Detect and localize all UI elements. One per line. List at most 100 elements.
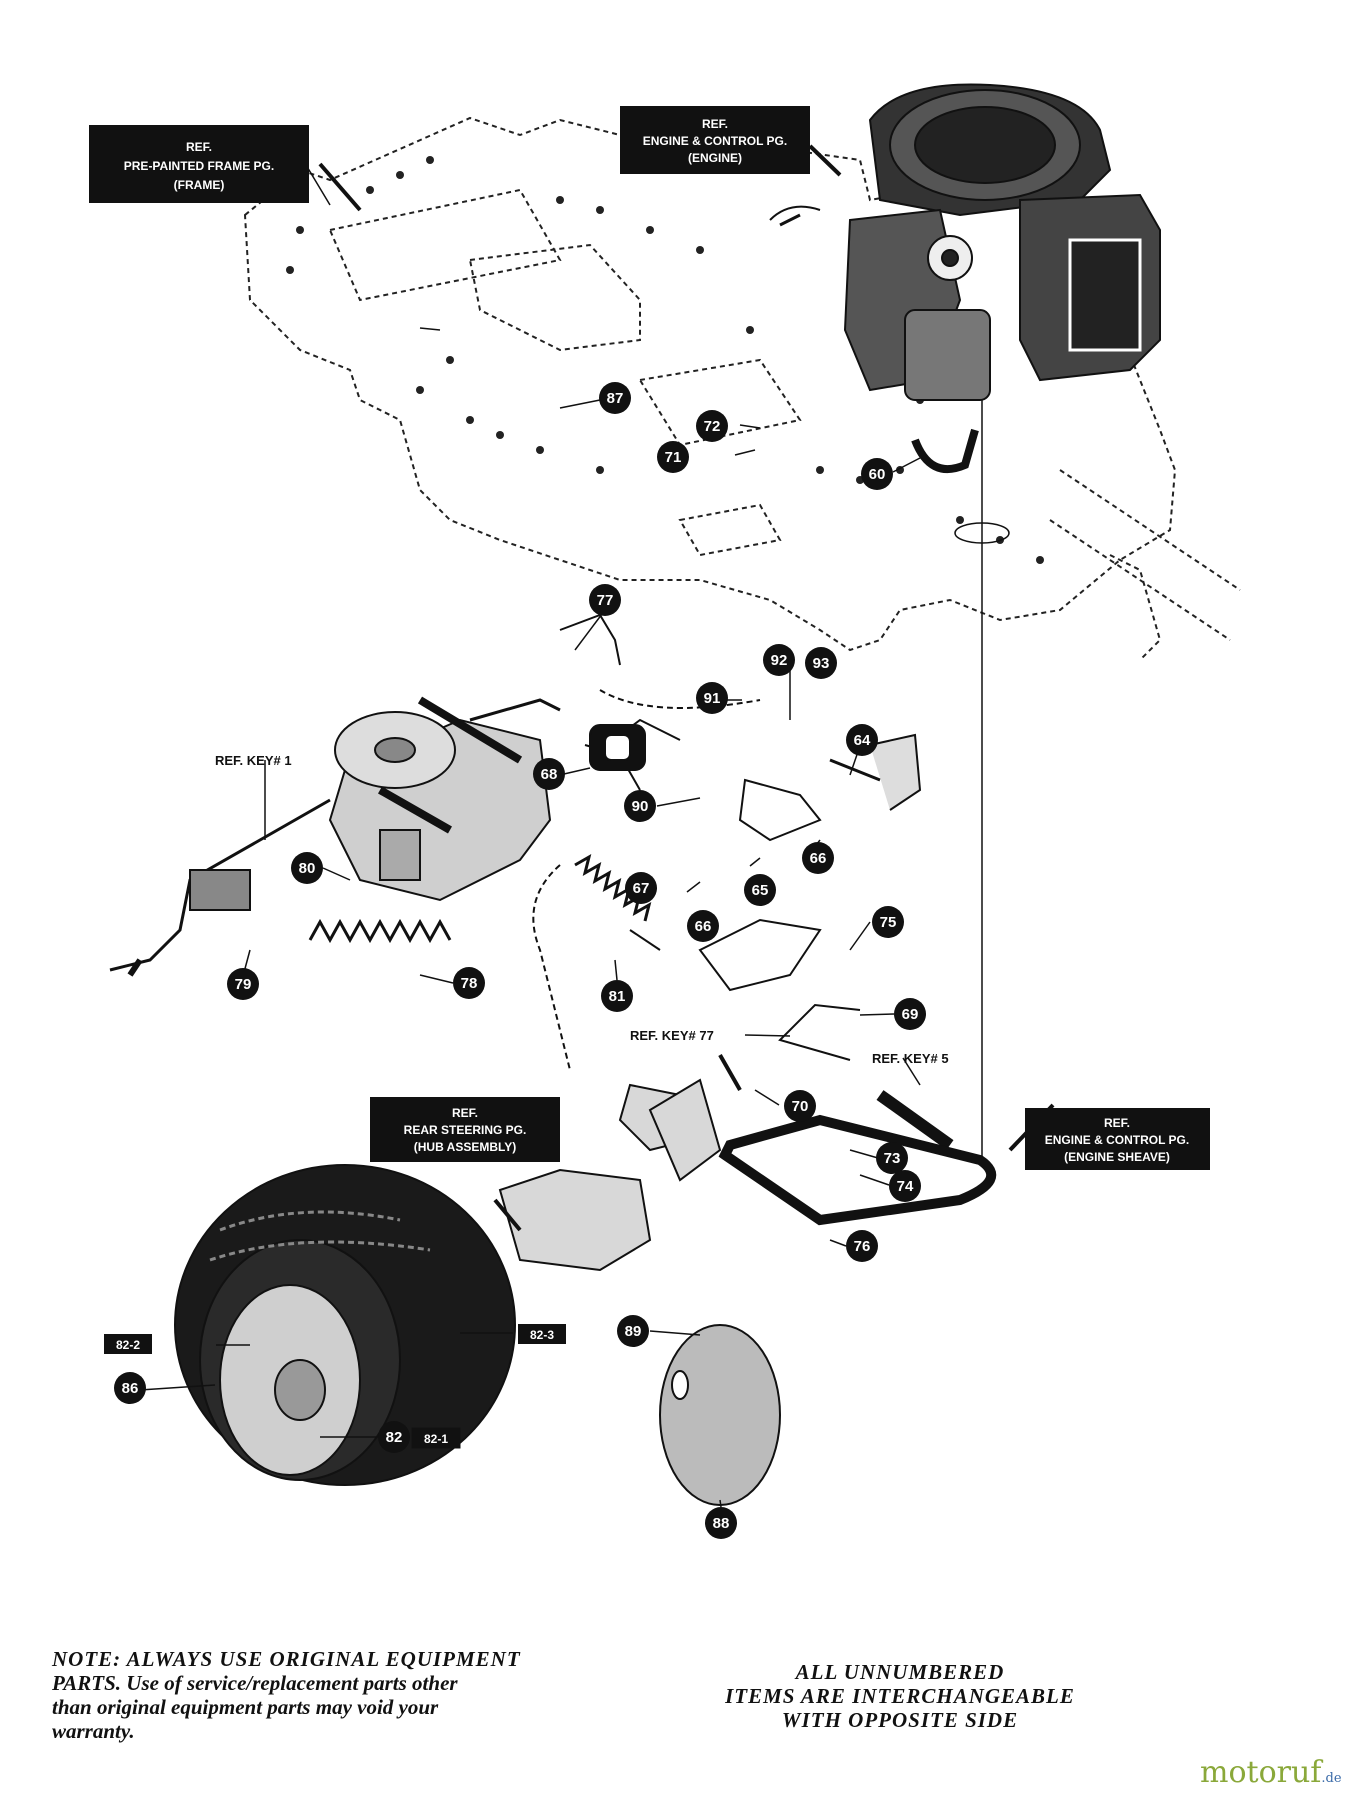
callout-78: 78: [453, 967, 485, 999]
svg-text:66: 66: [810, 850, 827, 867]
callout-65: 65: [744, 874, 776, 906]
svg-text:88: 88: [713, 1515, 730, 1532]
svg-text:66: 66: [695, 918, 712, 935]
note-line-3: than original equipment parts may void y…: [52, 1695, 439, 1719]
callout-76: 76: [846, 1230, 878, 1262]
watermark-suffix: .de: [1321, 1771, 1342, 1786]
hubcap-drawing: [659, 1324, 781, 1506]
ref-engine-line1: REF.: [702, 117, 728, 131]
callout-86: 86: [114, 1372, 146, 1404]
svg-text:73: 73: [884, 1150, 901, 1167]
svg-text:79: 79: [235, 976, 252, 993]
tag-82-3-text: 82-3: [530, 1328, 554, 1342]
ref-hub-line1: REF.: [452, 1106, 478, 1120]
ref-key-1-label: REF. KEY# 1: [215, 753, 292, 768]
svg-text:77: 77: [597, 592, 614, 609]
svg-text:75: 75: [880, 914, 897, 931]
callout-73: 73: [876, 1142, 908, 1174]
tag-82-2-text: 82-2: [116, 1338, 140, 1352]
callout-90: 90: [624, 790, 656, 822]
svg-text:78: 78: [461, 975, 478, 992]
hub-drawing: [498, 1078, 722, 1272]
callout-87: 87: [599, 382, 631, 414]
svg-text:89: 89: [625, 1323, 642, 1340]
callout-67: 67: [625, 872, 657, 904]
callout-79: 79: [227, 968, 259, 1000]
svg-text:91: 91: [704, 690, 721, 707]
center-note-line-3: WITH OPPOSITE SIDE: [781, 1708, 1019, 1732]
ref-box-sheave: REF. ENGINE & CONTROL PG. (ENGINE SHEAVE…: [1025, 1108, 1210, 1170]
svg-text:64: 64: [854, 732, 871, 749]
callout-93: 93: [805, 647, 837, 679]
svg-text:71: 71: [665, 449, 682, 466]
ref-engine-line2: ENGINE & CONTROL PG.: [643, 134, 787, 148]
ref-sheave-line1: REF.: [1104, 1116, 1130, 1130]
ref-engine-line3: (ENGINE): [688, 151, 742, 165]
ref-hub-line3: (HUB ASSEMBLY): [414, 1140, 516, 1154]
callout-70: 70: [784, 1090, 816, 1122]
svg-text:74: 74: [897, 1178, 914, 1195]
svg-text:92: 92: [771, 652, 788, 669]
wheel-drawing: [174, 1164, 516, 1486]
callout-91: 91: [696, 682, 728, 714]
svg-text:72: 72: [704, 418, 721, 435]
ref-box-frame: REF. PRE-PAINTED FRAME PG. (FRAME): [89, 125, 309, 203]
ref-frame-line1: REF.: [186, 140, 212, 154]
svg-text:70: 70: [792, 1098, 809, 1115]
note-line-1: NOTE: ALWAYS USE ORIGINAL EQUIPMENT: [52, 1647, 521, 1671]
ref-key-77-label: REF. KEY# 77: [630, 1028, 714, 1043]
svg-text:81: 81: [609, 988, 626, 1005]
callout-66b: 66: [687, 910, 719, 942]
ref-sheave-line3: (ENGINE SHEAVE): [1064, 1150, 1170, 1164]
callout-60: 60: [861, 458, 893, 490]
svg-text:65: 65: [752, 882, 769, 899]
original-parts-note: NOTE: ALWAYS USE ORIGINAL EQUIPMENT PART…: [52, 1647, 672, 1743]
ref-frame-line2: PRE-PAINTED FRAME PG.: [124, 159, 274, 173]
svg-text:86: 86: [122, 1380, 139, 1397]
exhaust-bracket: [911, 428, 979, 473]
ref-sheave-line2: ENGINE & CONTROL PG.: [1045, 1133, 1189, 1147]
ref-hub-line2: REAR STEERING PG.: [404, 1123, 527, 1137]
ref-key-5-label: REF. KEY# 5: [872, 1051, 949, 1066]
callout-77: 77: [589, 584, 621, 616]
linkage-parts: [532, 613, 922, 1091]
svg-text:87: 87: [607, 390, 624, 407]
center-note-line-2: ITEMS ARE INTERCHANGEABLE: [725, 1684, 1075, 1708]
callout-69: 69: [894, 998, 926, 1030]
callout-66a: 66: [802, 842, 834, 874]
ref-frame-line3: (FRAME): [174, 178, 225, 192]
callout-75: 75: [872, 906, 904, 938]
tag-82-1-text: 82-1: [424, 1432, 448, 1446]
callout-88: 88: [705, 1507, 737, 1539]
note-line-2: PARTS. Use of service/replacement parts …: [52, 1671, 458, 1695]
ref-box-engine: REF. ENGINE & CONTROL PG. (ENGINE): [620, 106, 810, 174]
callout-71: 71: [657, 441, 689, 473]
svg-text:76: 76: [854, 1238, 871, 1255]
svg-text:60: 60: [869, 466, 886, 483]
callout-68: 68: [533, 758, 565, 790]
transaxle-drawing: [109, 698, 561, 977]
callout-80: 80: [291, 852, 323, 884]
svg-text:93: 93: [813, 655, 830, 672]
note-line-4: warranty.: [52, 1719, 135, 1743]
center-note-line-1: ALL UNNUMBERED: [795, 1660, 1005, 1684]
unnumbered-items-note: ALL UNNUMBERED ITEMS ARE INTERCHANGEABLE…: [700, 1660, 1100, 1732]
svg-text:80: 80: [299, 860, 316, 877]
ref-box-hub: REF. REAR STEERING PG. (HUB ASSEMBLY): [370, 1097, 560, 1162]
svg-text:67: 67: [633, 880, 650, 897]
engine-drawing: [769, 83, 1161, 401]
watermark-logo: motoruf.de: [1200, 1755, 1342, 1790]
callout-82: 82: [378, 1421, 410, 1453]
callout-92: 92: [763, 644, 795, 676]
engine-shaft-line: [954, 400, 1010, 1160]
callout-81: 81: [601, 980, 633, 1012]
tag-82-2: 82-2: [104, 1334, 152, 1354]
callout-89: 89: [617, 1315, 649, 1347]
watermark-main: motoruf: [1200, 1755, 1322, 1790]
tag-82-3: 82-3: [518, 1324, 566, 1344]
svg-text:69: 69: [902, 1006, 919, 1023]
callout-72: 72: [696, 410, 728, 442]
svg-text:68: 68: [541, 766, 558, 783]
callout-64: 64: [846, 724, 878, 756]
